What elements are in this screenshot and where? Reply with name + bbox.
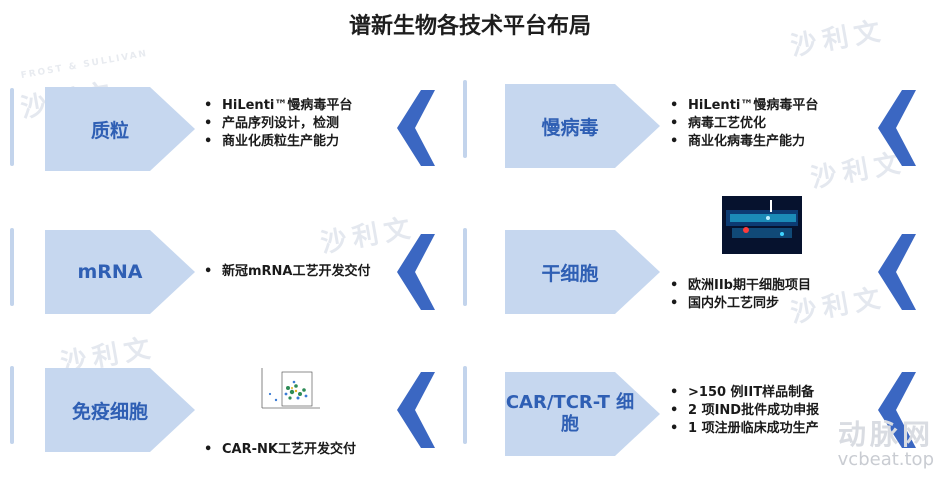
list-item: 商业化质粒生产能力 [198, 133, 352, 151]
page-title: 谱新生物各技术平台布局 [348, 14, 591, 39]
platform-label: CAR/TCR-T 细胞 [505, 392, 635, 435]
platform-label: mRNA [77, 261, 143, 283]
bullet-list: 新冠mRNA工艺开发交付 [198, 263, 371, 281]
corner-logo: 动脉网 vcbeat.top [838, 413, 934, 470]
corner-logo-url: vcbeat.top [837, 449, 934, 470]
list-item: 1 项注册临床成功生产 [664, 420, 819, 438]
chevron-left-icon [878, 372, 916, 448]
divider-bar [10, 228, 14, 306]
platform-plasmid: 质粒 [45, 87, 195, 171]
flow-cytometry-image [252, 364, 322, 416]
bullet-list: HiLenti™慢病毒平台 病毒工艺优化 商业化病毒生产能力 [664, 97, 818, 151]
chevron-left-icon [878, 234, 916, 310]
divider-bar [10, 366, 14, 444]
divider-bar [463, 228, 467, 306]
bullet-list: CAR-NK工艺开发交付 [198, 441, 356, 459]
chevron-left-icon [878, 90, 916, 166]
platform-label: 干细胞 [541, 262, 599, 285]
list-item: 商业化病毒生产能力 [664, 133, 818, 151]
divider-bar [463, 80, 467, 158]
corner-logo-name: 动脉网 [837, 418, 934, 451]
divider-bar [10, 88, 14, 166]
chevron-left-icon [397, 90, 435, 166]
bullet-list: >150 例IIT样品制备 2 项IND批件成功申报 1 项注册临床成功生产 [664, 384, 819, 438]
divider-bar [463, 366, 467, 444]
list-item: >150 例IIT样品制备 [664, 384, 819, 402]
stem-cell-image [722, 196, 802, 254]
list-item: 2 项IND批件成功申报 [664, 402, 819, 420]
bullet-list: 欧洲IIb期干细胞项目 国内外工艺同步 [664, 277, 811, 313]
list-item: 新冠mRNA工艺开发交付 [198, 263, 371, 281]
list-item: 产品序列设计，检测 [198, 115, 352, 133]
list-item: HiLenti™慢病毒平台 [664, 97, 818, 115]
bullet-list: HiLenti™慢病毒平台 产品序列设计，检测 商业化质粒生产能力 [198, 97, 352, 151]
platform-label: 免疫细胞 [71, 400, 148, 423]
platform-label: 质粒 [90, 119, 129, 142]
platform-car-tcr-t-cell: CAR/TCR-T 细胞 [505, 372, 660, 456]
list-item: CAR-NK工艺开发交付 [198, 441, 356, 459]
list-item: HiLenti™慢病毒平台 [198, 97, 352, 115]
platform-mrna: mRNA [45, 230, 195, 314]
platform-stem-cell: 干细胞 [505, 230, 660, 314]
chevron-left-icon [397, 372, 435, 448]
list-item: 病毒工艺优化 [664, 115, 818, 133]
platform-lentivirus: 慢病毒 [505, 84, 660, 168]
list-item: 国内外工艺同步 [664, 295, 811, 313]
platform-label: 慢病毒 [541, 116, 599, 139]
list-item: 欧洲IIb期干细胞项目 [664, 277, 811, 295]
chevron-left-icon [397, 234, 435, 310]
platform-immune-cell: 免疫细胞 [45, 368, 195, 452]
